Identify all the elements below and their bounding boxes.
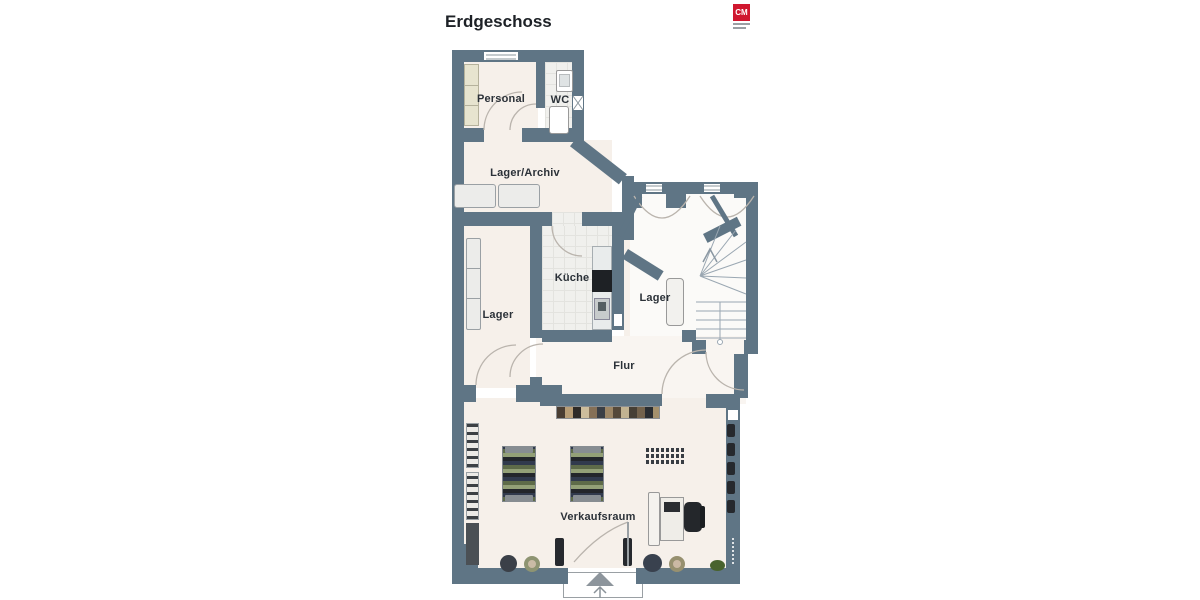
wall — [452, 50, 584, 62]
wall-shelf — [466, 423, 479, 468]
room-label-flur: Flur — [613, 360, 635, 372]
office-chair-back — [700, 506, 705, 528]
counter-panel — [648, 492, 660, 546]
wall-pier — [630, 194, 642, 208]
window — [484, 52, 518, 60]
wall — [530, 226, 542, 338]
shelf-item — [727, 500, 735, 513]
floor-door-strip — [552, 212, 582, 226]
mannequin — [669, 556, 685, 572]
display-table — [570, 446, 604, 502]
wall — [572, 50, 584, 140]
wall — [630, 182, 758, 194]
window — [614, 314, 622, 326]
room-label-kueche: Küche — [554, 272, 590, 284]
stove — [592, 270, 612, 292]
wall — [542, 330, 612, 342]
room-label-wc: WC — [550, 94, 570, 106]
room-label-personal: Personal — [476, 93, 526, 105]
wall — [522, 128, 545, 142]
wall — [746, 182, 758, 354]
shelf-item — [727, 462, 735, 475]
display-table — [502, 446, 536, 502]
wall — [452, 212, 552, 226]
display-stand — [623, 538, 632, 566]
logo-tagline-mark — [733, 27, 746, 29]
wall — [734, 354, 748, 398]
toilet — [549, 106, 569, 134]
room-label-lager-right: Lager — [639, 292, 671, 304]
display-stand — [555, 538, 564, 566]
wall — [692, 340, 706, 354]
sales-counter — [660, 497, 684, 541]
room-label-lager-left: Lager — [482, 309, 514, 321]
entrance-marker-triangle — [586, 572, 614, 586]
mannequin — [643, 554, 662, 572]
wall — [612, 212, 624, 330]
wall-shelf — [466, 472, 479, 520]
wall-pier — [666, 194, 686, 208]
wall — [530, 377, 542, 387]
mannequin — [500, 555, 517, 572]
wall — [536, 62, 545, 108]
wall-pier — [682, 330, 696, 342]
room-label-verkaufsraum: Verkaufsraum — [560, 511, 636, 523]
logo-tagline-mark — [733, 23, 750, 25]
sink — [556, 70, 573, 92]
product-shelf-row — [556, 406, 660, 419]
window — [704, 184, 720, 192]
kitchen-sink — [594, 298, 610, 320]
display-rack — [646, 448, 684, 470]
wall-pier — [452, 385, 476, 402]
wall — [452, 128, 484, 142]
office-chair — [684, 502, 702, 532]
cabinet — [666, 278, 684, 326]
display-unit — [466, 523, 479, 565]
mannequin — [524, 556, 540, 572]
wall — [636, 568, 740, 584]
plan-title: Erdgeschoss — [445, 12, 552, 31]
wall — [452, 50, 464, 582]
cabinet — [454, 184, 496, 208]
shelf-item — [727, 424, 735, 437]
window — [728, 410, 738, 420]
wall — [744, 340, 758, 354]
shelf-item — [727, 443, 735, 456]
wardrobe — [464, 64, 479, 126]
company-logo: CM — [733, 4, 750, 21]
wall — [452, 568, 568, 584]
wall — [540, 394, 662, 406]
storage-shelf — [466, 238, 481, 330]
cabinet — [498, 184, 540, 208]
watermark-marks — [732, 536, 734, 564]
shelf-item — [727, 481, 735, 494]
window — [646, 184, 662, 192]
plant-icon — [710, 560, 725, 571]
floor-door-strip — [484, 128, 522, 142]
room-label-lager-archiv: Lager/Archiv — [490, 167, 560, 179]
